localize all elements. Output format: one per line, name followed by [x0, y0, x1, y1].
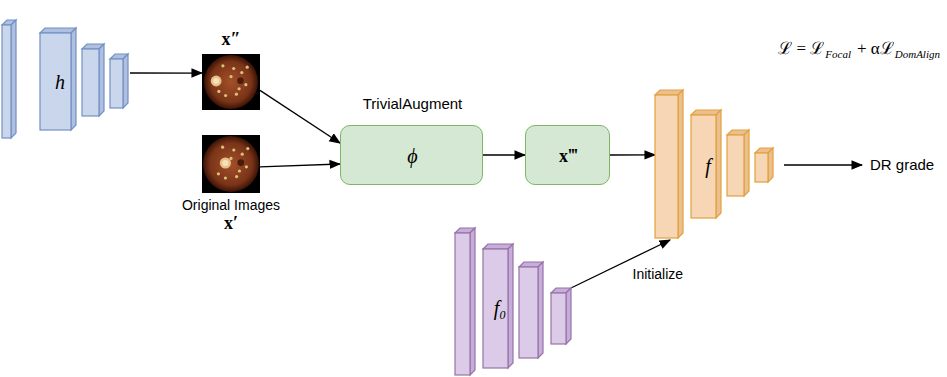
loss-formula: ℒ = ℒFocal + αℒDomAlign — [778, 36, 940, 60]
edge-label: Initialize — [631, 266, 686, 282]
flow-arrow — [130, 72, 202, 73]
augmented-image-box: x‴ — [525, 125, 610, 185]
node-label: f₀ — [494, 297, 507, 319]
node-label: x′ — [224, 213, 238, 233]
node-label: ϕ — [407, 145, 417, 167]
fundus-image: Original Imagesx′ — [176, 133, 286, 230]
formula-subscript: Focal — [825, 48, 851, 60]
node-label: x″ — [222, 29, 241, 49]
node-label: x‴ — [559, 146, 578, 166]
node-label: Original Images — [182, 197, 280, 213]
node-label: f — [705, 155, 711, 177]
layer-stack — [2, 18, 130, 140]
flow-arrow — [260, 164, 340, 167]
output-label: DR grade — [870, 156, 934, 173]
formula-subscript: DomAlign — [895, 48, 940, 60]
flow-arrow — [260, 90, 340, 143]
formula-term: + αℒ — [857, 39, 894, 58]
encoder-stack: h — [2, 18, 130, 140]
augment-box: TrivialAugmentϕ — [340, 125, 483, 185]
classifier-stack: f — [655, 88, 780, 240]
layer-stack — [655, 88, 780, 240]
flow-arrow — [610, 154, 655, 155]
flow-arrow — [483, 154, 525, 155]
box-heading: TrivialAugment — [363, 95, 462, 112]
pretrained-stack: f₀ — [455, 226, 575, 376]
node-label: h — [55, 71, 65, 93]
output-arrow — [784, 164, 862, 165]
layer-stack — [455, 226, 575, 376]
fundus-image: x″ — [200, 28, 262, 110]
formula-term: ℒ = ℒ — [778, 39, 824, 58]
